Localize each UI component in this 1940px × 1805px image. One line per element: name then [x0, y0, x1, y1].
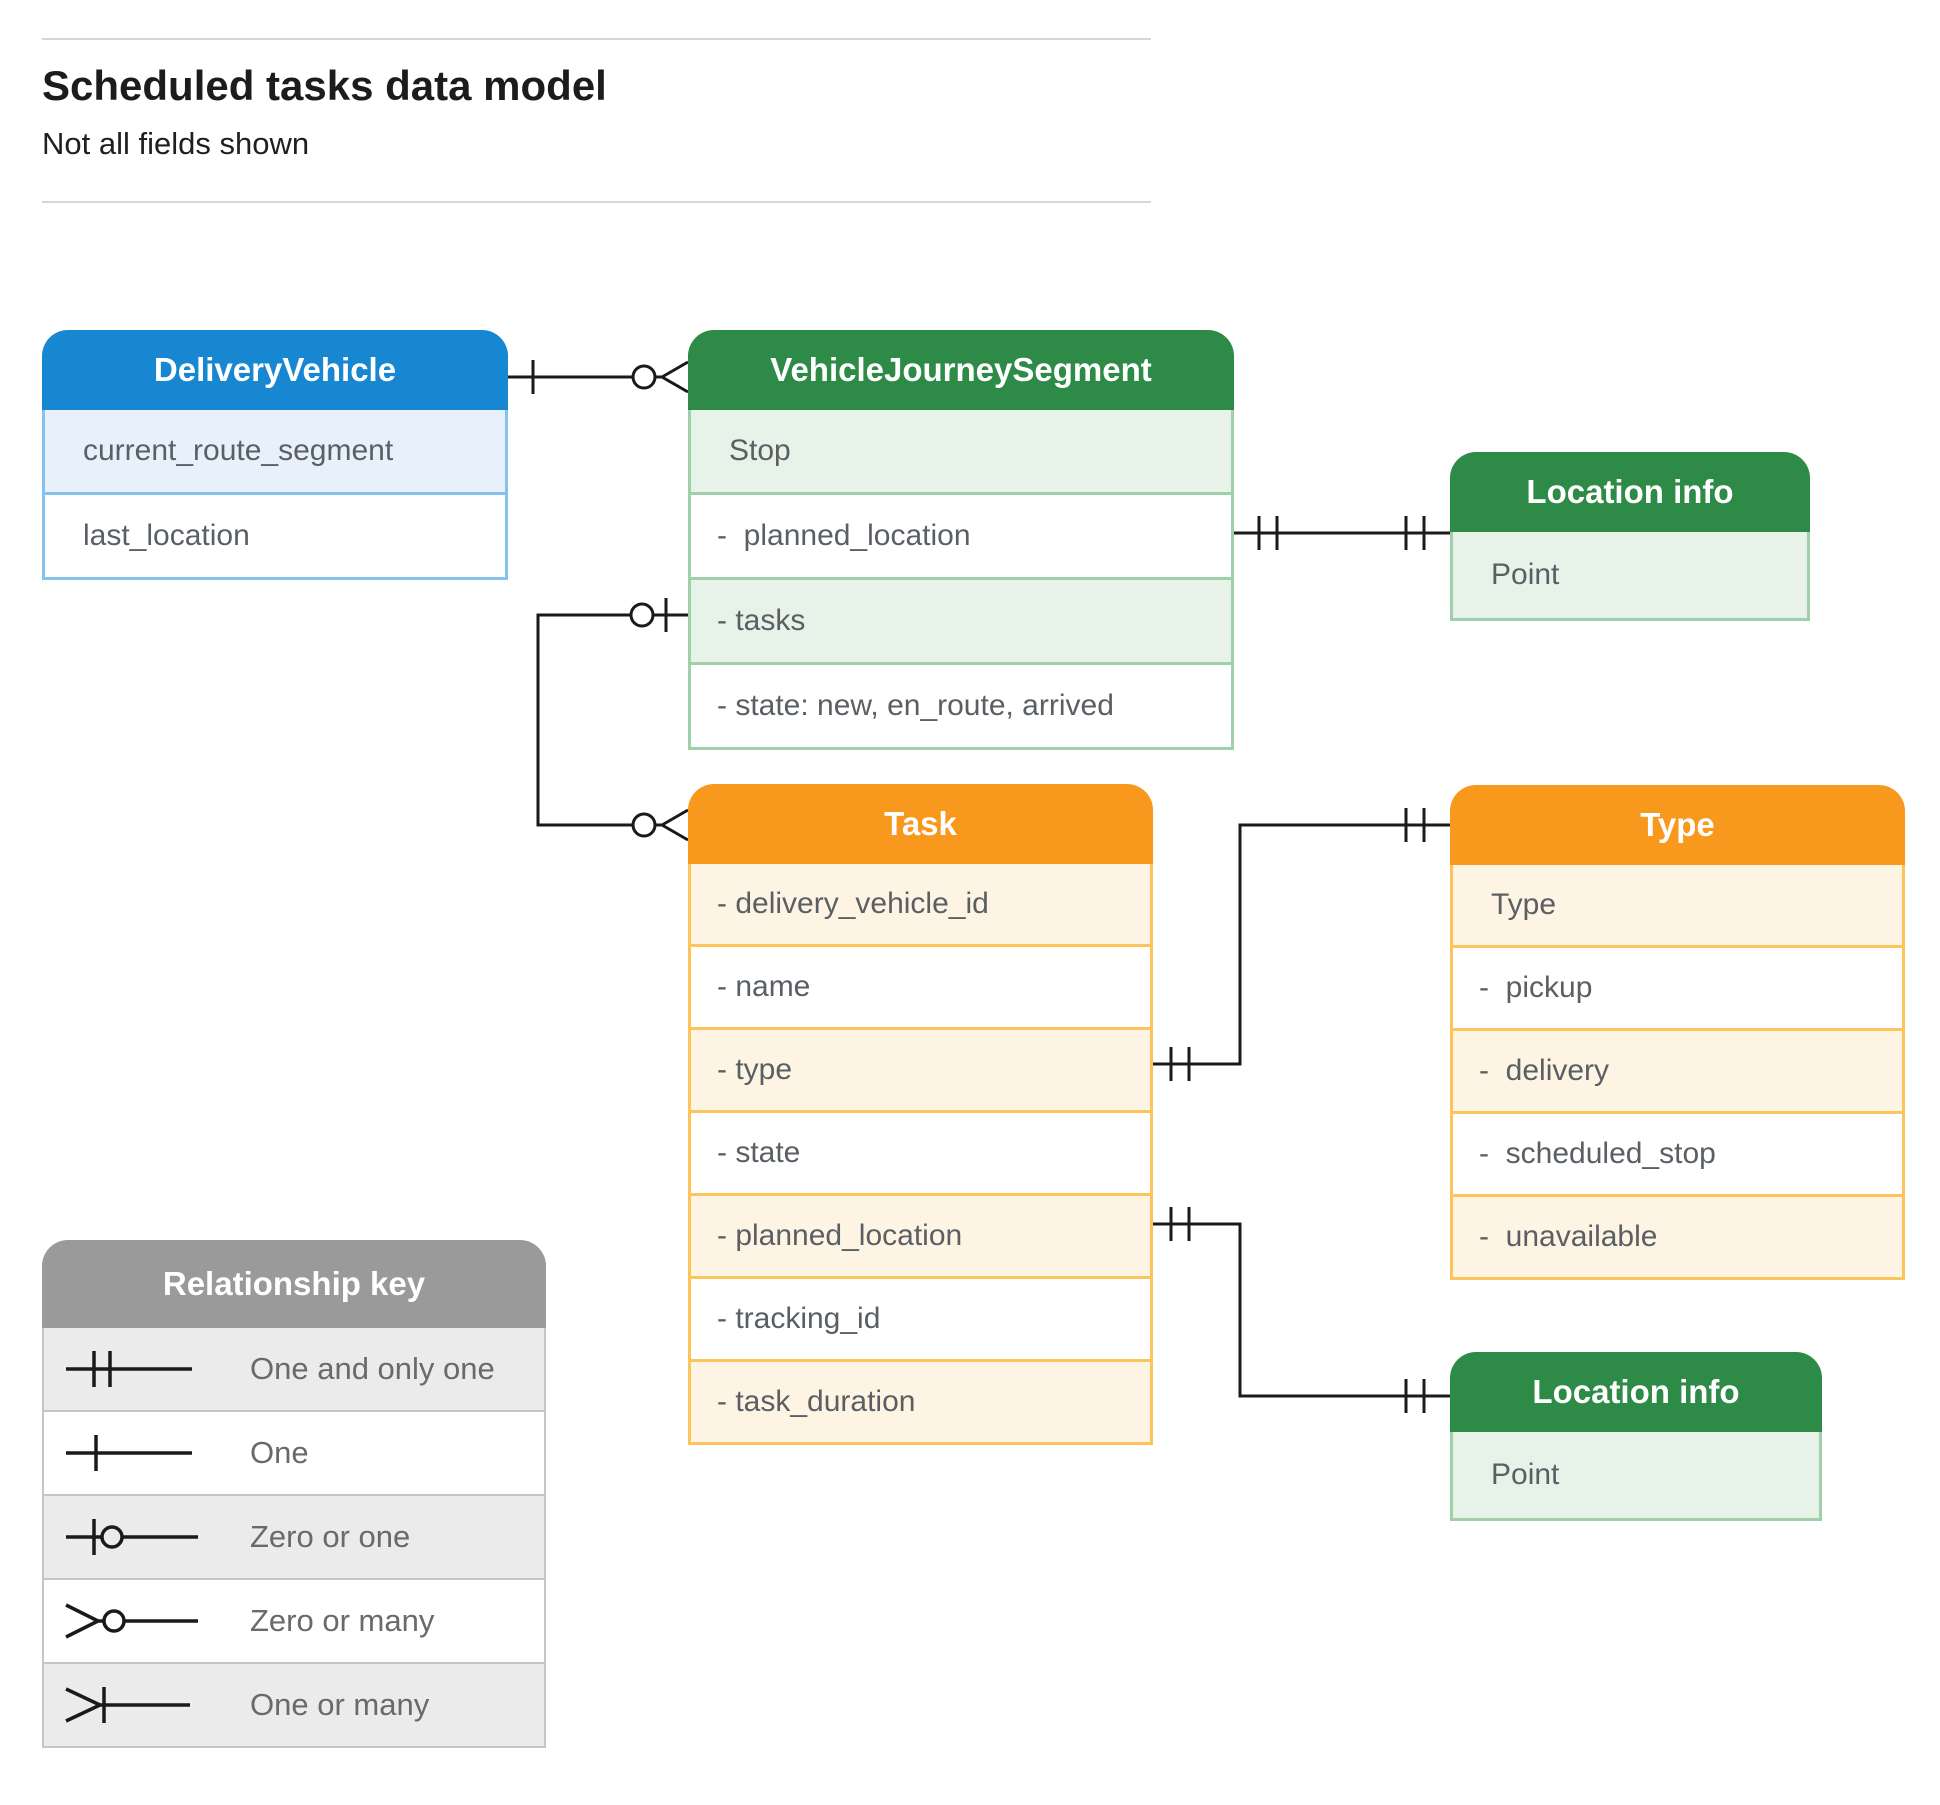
field-row: - tracking_id [691, 1276, 1150, 1359]
one-icon [66, 1435, 192, 1471]
field-label: Point [1491, 558, 1560, 591]
field-label: - planned_location [717, 1219, 963, 1252]
field-label: - unavailable [1479, 1220, 1658, 1253]
page-subtitle: Not all fields shown [42, 126, 310, 161]
field-row: - scheduled_stop [1453, 1111, 1902, 1194]
field-row: Point [1453, 1432, 1819, 1518]
entity-title: Task [688, 784, 1153, 864]
rel-task-plannedlocation-to-locationinfo [1153, 1207, 1450, 1413]
relationship-key: Relationship key One and only one One [42, 1240, 546, 1748]
legend-item: One or many [44, 1662, 544, 1746]
entity-title: Location info [1450, 1352, 1822, 1432]
field-label: current_route_segment [83, 434, 394, 467]
field-label: - delivery_vehicle_id [717, 887, 989, 920]
zero-circle-symbol [629, 602, 655, 628]
legend-label: One or many [250, 1687, 430, 1722]
entity-task: Task - delivery_vehicle_id - name - type… [688, 784, 1153, 1445]
field-label: - delivery [1479, 1054, 1610, 1087]
top-divider [42, 38, 1151, 40]
legend-label: One and only one [250, 1351, 495, 1386]
zero-or-one-icon [66, 1519, 198, 1555]
field-label: - planned_location [717, 519, 971, 552]
field-row: current_route_segment [45, 410, 505, 492]
field-label: - tasks [717, 604, 806, 637]
field-row: Stop [691, 410, 1231, 492]
field-row: - name [691, 944, 1150, 1027]
field-label: - pickup [1479, 971, 1593, 1004]
field-row: - state: new, en_route, arrived [691, 662, 1231, 747]
entity-vehicle-journey-segment: VehicleJourneySegment Stop - planned_loc… [688, 330, 1234, 750]
legend-label: Zero or one [250, 1519, 411, 1554]
zero-or-many-icon [65, 1603, 198, 1639]
field-row: - task_duration [691, 1359, 1150, 1442]
field-label: Point [1491, 1458, 1560, 1491]
entity-delivery-vehicle: DeliveryVehicle current_route_segment la… [42, 330, 508, 580]
crow-foot-symbol [661, 360, 689, 379]
field-label: - state [717, 1136, 801, 1169]
field-row: - pickup [1453, 945, 1902, 1028]
field-row: - unavailable [1453, 1194, 1902, 1277]
legend-item: One [44, 1410, 544, 1494]
field-label: Type [1491, 888, 1557, 921]
legend-label: One [250, 1435, 309, 1470]
page-title: Scheduled tasks data model [42, 62, 607, 109]
rel-task-type-to-type [1153, 808, 1450, 1081]
entity-type: Type Type - pickup - delivery - schedule… [1450, 785, 1905, 1280]
field-label: last_location [83, 519, 250, 552]
field-label: - task_duration [717, 1385, 916, 1418]
relationship-key-title: Relationship key [42, 1240, 546, 1328]
one-or-many-icon [65, 1687, 190, 1723]
field-row: - delivery_vehicle_id [691, 864, 1150, 944]
rel-vehiclejourneysegment-tasks-to-task [536, 598, 689, 842]
legend-item: Zero or many [44, 1578, 544, 1662]
subtitle-divider [42, 201, 1151, 203]
field-row: - state [691, 1110, 1150, 1193]
field-row: last_location [45, 492, 505, 577]
field-label: - tracking_id [717, 1302, 881, 1335]
entity-title: DeliveryVehicle [42, 330, 508, 410]
entity-title: Location info [1450, 452, 1810, 532]
legend-label: Zero or many [250, 1603, 435, 1638]
field-label: Stop [729, 434, 791, 467]
field-label: - scheduled_stop [1479, 1137, 1716, 1170]
field-label: - type [717, 1053, 793, 1086]
field-row: - planned_location [691, 492, 1231, 577]
rel-deliveryvehicle-to-vehiclejourneysegment [508, 360, 689, 394]
field-label: - state: new, en_route, arrived [717, 689, 1114, 722]
entity-location-info-upper: Location info Point [1450, 452, 1810, 621]
field-row: - planned_location [691, 1193, 1150, 1276]
field-row: - delivery [1453, 1028, 1902, 1111]
field-label: - name [717, 970, 811, 1003]
field-row: - tasks [691, 577, 1231, 662]
entity-location-info-lower: Location info Point [1450, 1352, 1822, 1521]
entity-title: Type [1450, 785, 1905, 865]
zero-circle-symbol [631, 364, 657, 390]
entity-title: VehicleJourneySegment [688, 330, 1234, 410]
legend-item: One and only one [44, 1328, 544, 1410]
rel-vehiclejourneysegment-to-locationinfo [1234, 516, 1450, 550]
zero-circle-symbol [631, 812, 657, 838]
field-row: - type [691, 1027, 1150, 1110]
field-row: Point [1453, 532, 1807, 618]
field-row: Type [1453, 865, 1902, 945]
crow-foot-symbol [661, 808, 689, 827]
legend-item: Zero or one [44, 1494, 544, 1578]
one-and-only-one-icon [66, 1351, 192, 1387]
